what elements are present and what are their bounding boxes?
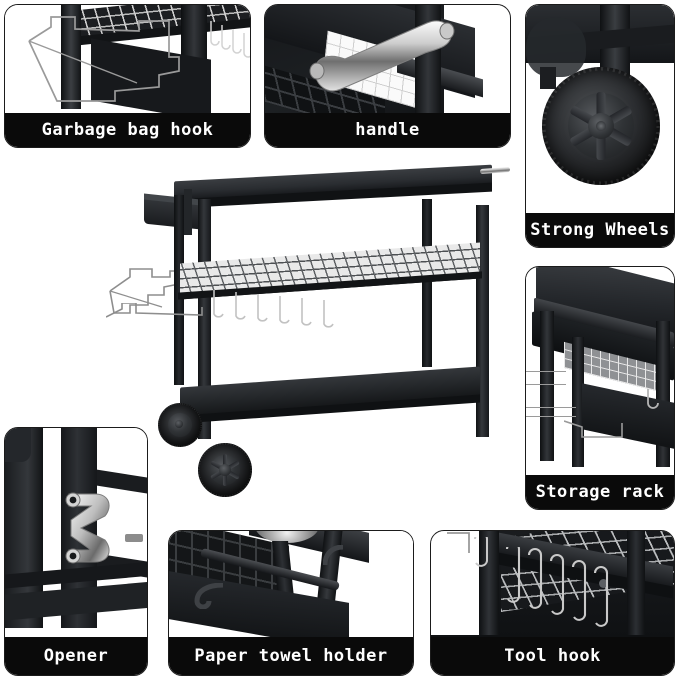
callout-label-strong-wheels: Strong Wheels [526, 213, 674, 247]
tool-hooks-group [501, 541, 631, 633]
storage-rack-photo [526, 267, 674, 475]
main-product-image [105, 164, 511, 515]
opener-photo [5, 428, 147, 637]
callout-panel-storage-rack: Storage rack [525, 266, 675, 510]
cart-side-tray-bracket [184, 189, 192, 235]
callout-label-handle: handle [265, 113, 510, 147]
lower-side-hook [105, 302, 210, 329]
wheel-graphic [542, 67, 660, 185]
callout-label-paper-towel-holder: Paper towel holder [169, 637, 413, 675]
callout-panel-tool-hook: Tool hook [430, 530, 675, 676]
handle-photo [265, 5, 510, 113]
garbage-bag-hook-photo [5, 5, 250, 113]
callout-panel-strong-wheels: Strong Wheels [525, 4, 675, 248]
bottle-opener-icon [61, 488, 117, 568]
callout-label-tool-hook: Tool hook [431, 637, 674, 675]
cart-leg-back-right [422, 199, 432, 367]
callout-label-storage-rack: Storage rack [526, 475, 674, 509]
tool-hook-photo [431, 531, 674, 637]
callout-panel-paper-towel-holder: Paper towel holder [168, 530, 414, 676]
callout-label-garbage-bag-hook: Garbage bag hook [5, 113, 250, 147]
callout-panel-garbage-bag-hook: Garbage bag hook [4, 4, 251, 148]
cart-leg-back-left [174, 195, 184, 385]
cart-tool-hooks [210, 289, 340, 331]
strong-wheels-photo [526, 5, 674, 213]
cart-leg-front-left [198, 199, 211, 439]
callout-label-opener: Opener [5, 637, 147, 675]
paper-towel-holder-photo [169, 531, 413, 637]
tabletop-handle-icon [479, 166, 511, 175]
cart-wheel-rear [158, 403, 202, 447]
callout-panel-opener: Opener [4, 427, 148, 676]
callout-panel-handle: handle [264, 4, 511, 148]
cart-wheel-front [198, 443, 252, 497]
